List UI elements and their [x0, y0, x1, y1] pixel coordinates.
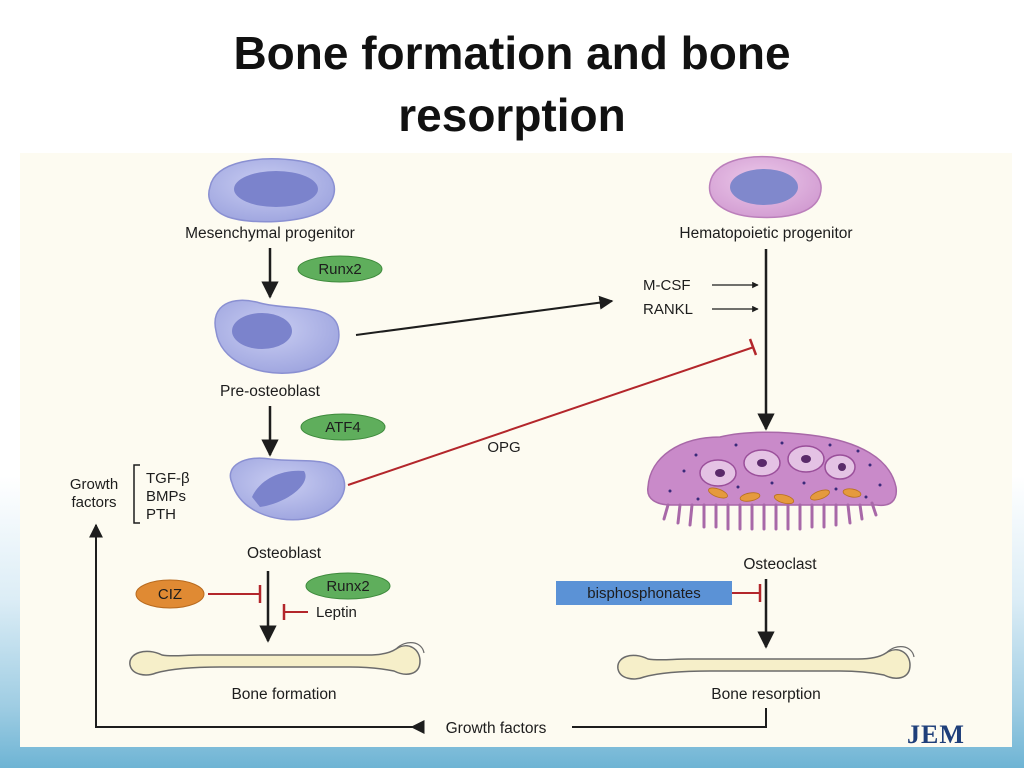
pth-label: PTH: [146, 506, 176, 523]
slide-title: Bone formation and bone resorption: [0, 22, 1024, 146]
opg-inhibition: [347, 338, 758, 486]
ciz-pill: CIZ: [135, 579, 205, 609]
bone-formation-label: Bone formation: [231, 686, 336, 703]
bone-resorption-illustration: [617, 646, 915, 680]
growth-factors-label-line-1: Growth: [70, 476, 118, 493]
hematopoietic-progenitor-label: Hematopoietic progenitor: [679, 225, 852, 242]
runx2-top-pill: Runx2: [297, 255, 383, 283]
growth-factors-feedback-arrow: [89, 523, 767, 728]
pre-osteoblast-label: Pre-osteoblast: [220, 383, 321, 400]
growth-factors-label-line-2: factors: [71, 494, 116, 511]
opg-label: OPG: [487, 439, 520, 456]
ciz-label: CIZ: [158, 586, 182, 603]
osteoblast-cell: [229, 457, 346, 521]
tgf-beta-label: TGF-β: [146, 470, 190, 487]
runx2-bottom-pill: Runx2: [305, 572, 391, 600]
jem-logo: JEM: [907, 720, 965, 747]
runx2-bottom-label: Runx2: [326, 578, 369, 595]
osteoclast-cell: [647, 431, 898, 531]
osteoclast-label: Osteoclast: [743, 556, 817, 573]
bone-remodeling-diagram: Mesenchymal progenitor Runx2 Pre-osteobl…: [70, 155, 965, 747]
osteoblast-label: Osteoblast: [247, 545, 322, 562]
growth-factors-bracket: [133, 464, 140, 524]
ciz-inhibition: [208, 585, 262, 603]
runx2-top-label: Runx2: [318, 261, 361, 278]
growth-factors-bottom-label-bg: [424, 715, 572, 737]
bone-resorption-label: Bone resorption: [711, 686, 820, 703]
mesenchymal-progenitor-label: Mesenchymal progenitor: [185, 225, 355, 242]
diagram-panel: Mesenchymal progenitor Runx2 Pre-osteobl…: [20, 153, 1012, 747]
growth-factors-bottom-label: Growth factors: [446, 720, 547, 737]
pre-osteoblast-cell: [214, 299, 340, 374]
bone-formation-illustration: [129, 642, 425, 676]
bisphosphonates-label: bisphosphonates: [587, 585, 700, 602]
slide-title-line-1: Bone formation and bone: [233, 27, 791, 79]
mesenchymal-progenitor-cell: [208, 158, 336, 223]
atf4-pill: ATF4: [300, 413, 386, 441]
arrow-preosteoblast-to-mcsf-rankl: [355, 295, 614, 336]
bisphosphonates-box: bisphosphonates: [556, 581, 732, 605]
leptin-label: Leptin: [316, 604, 357, 621]
mcsf-label: M-CSF: [643, 277, 691, 294]
slide-title-line-2: resorption: [398, 89, 626, 141]
bisphosphonates-inhibition: [732, 584, 762, 602]
rankl-label: RANKL: [643, 301, 693, 318]
hematopoietic-progenitor-cell: [708, 155, 822, 219]
bmps-label: BMPs: [146, 488, 186, 505]
leptin-inhibition: [282, 604, 308, 620]
atf4-label: ATF4: [325, 419, 361, 436]
